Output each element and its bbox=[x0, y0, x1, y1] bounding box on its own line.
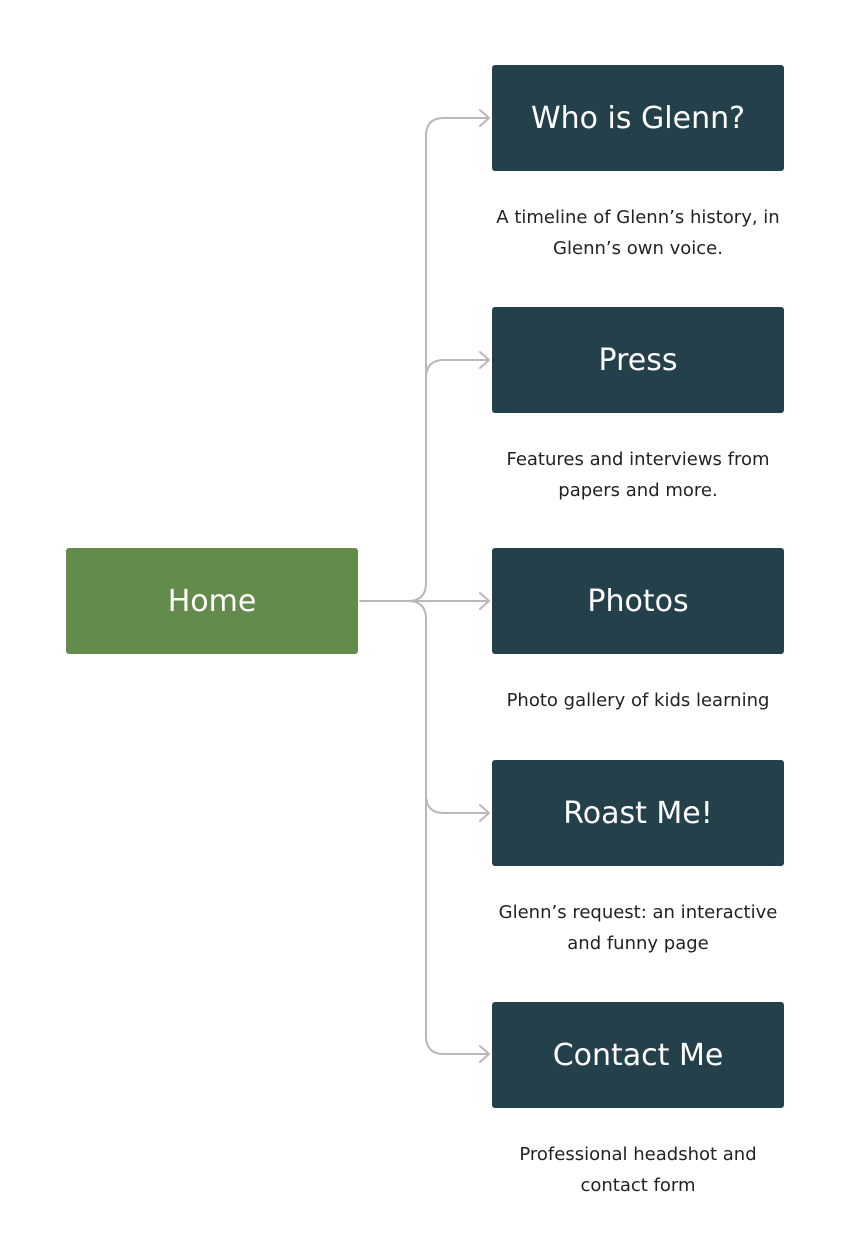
who-is-glenn-description: A timeline of Glenn’s history, in Glenn’… bbox=[478, 202, 798, 264]
description-line: contact form bbox=[580, 1175, 696, 1196]
contact-me-description: Professional headshot and contact form bbox=[478, 1139, 798, 1201]
press-description: Features and interviews from papers and … bbox=[478, 444, 798, 506]
photos-label: Photos bbox=[587, 583, 689, 619]
contact-me-node[interactable]: Contact Me bbox=[492, 1002, 784, 1108]
photos-description: Photo gallery of kids learning bbox=[478, 685, 798, 716]
description-line: Glenn’s own voice. bbox=[553, 238, 723, 259]
roast-me-description: Glenn’s request: an interactive and funn… bbox=[478, 897, 798, 959]
photos-node[interactable]: Photos bbox=[492, 548, 784, 654]
arrowhead-press bbox=[479, 351, 490, 369]
description-line: Features and interviews from bbox=[506, 449, 770, 470]
description-line: A timeline of Glenn’s history, in bbox=[496, 207, 780, 228]
connector-roast-me bbox=[425, 794, 489, 814]
description-line: and funny page bbox=[567, 933, 709, 954]
arrowhead-contact-me bbox=[479, 1045, 490, 1063]
description-line: papers and more. bbox=[558, 480, 718, 501]
connector-lower-trunk bbox=[407, 600, 489, 1055]
arrowhead-roast-me bbox=[479, 804, 490, 822]
arrowhead-who-is-glenn bbox=[479, 109, 490, 127]
roast-me-label: Roast Me! bbox=[563, 795, 713, 831]
description-line: Photo gallery of kids learning bbox=[506, 690, 770, 711]
connector-who-is-glenn bbox=[407, 117, 489, 602]
arrowhead-photos bbox=[479, 592, 490, 610]
description-line: Professional headshot and bbox=[519, 1144, 757, 1165]
home-node[interactable]: Home bbox=[66, 548, 358, 654]
who-is-glenn-node[interactable]: Who is Glenn? bbox=[492, 65, 784, 171]
press-node[interactable]: Press bbox=[492, 307, 784, 413]
home-label: Home bbox=[167, 583, 257, 619]
who-is-glenn-label: Who is Glenn? bbox=[530, 100, 746, 136]
contact-me-label: Contact Me bbox=[552, 1037, 724, 1073]
connector-press bbox=[425, 359, 489, 379]
description-line: Glenn’s request: an interactive bbox=[498, 902, 778, 923]
roast-me-node[interactable]: Roast Me! bbox=[492, 760, 784, 866]
press-label: Press bbox=[598, 342, 678, 378]
